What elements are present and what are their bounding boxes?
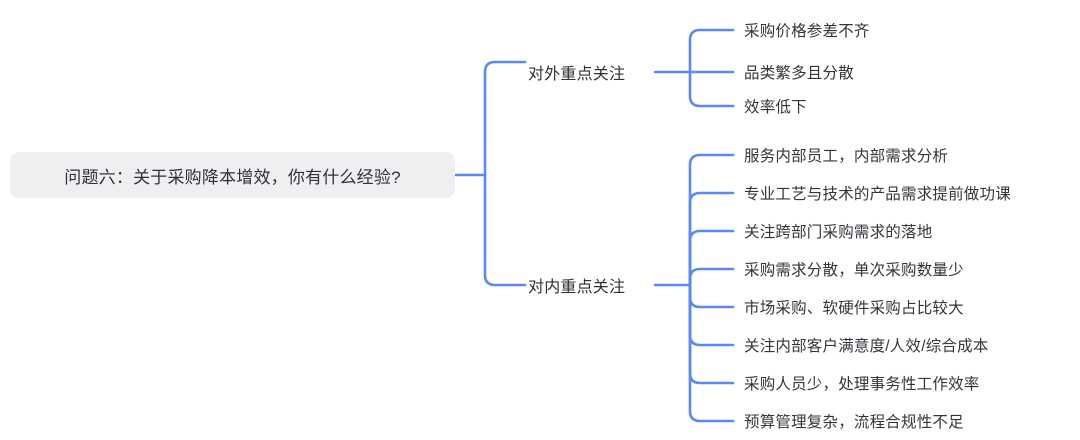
leaf-node-label: 关注内部客户满意度/人效/综合成本 <box>744 338 989 355</box>
leaf-node[interactable]: 采购需求分散，单次采购数量少 <box>744 258 964 280</box>
link-root-to-branch-1 <box>483 60 527 177</box>
leaf-node-label: 专业工艺与技术的产品需求提前做功课 <box>744 186 1011 203</box>
link-branch-2-leaf-5 <box>688 283 735 309</box>
branch-node-external[interactable]: 对外重点关注 <box>528 60 625 84</box>
leaf-node[interactable]: 效率低下 <box>744 95 807 117</box>
leaf-node-label: 采购价格参差不齐 <box>744 23 870 40</box>
leaf-node[interactable]: 采购价格参差不齐 <box>744 19 870 41</box>
leaf-node-label: 服务内部员工，内部需求分析 <box>744 148 949 165</box>
branch-node-internal[interactable]: 对内重点关注 <box>528 273 625 297</box>
link-branch-2-leaf-3 <box>688 229 735 287</box>
link-branch-2-leaf-7 <box>688 283 735 385</box>
leaf-node-label: 关注跨部门采购需求的落地 <box>744 224 933 241</box>
leaf-node[interactable]: 专业工艺与技术的产品需求提前做功课 <box>744 182 1011 204</box>
link-branch-2-leaf-6 <box>688 283 735 347</box>
leaf-node-label: 市场采购、软硬件采购占比较大 <box>744 300 964 317</box>
leaf-node[interactable]: 品类繁多且分散 <box>744 61 854 83</box>
leaf-node[interactable]: 服务内部员工，内部需求分析 <box>744 144 948 166</box>
link-branch-2-leaf-2 <box>688 191 735 287</box>
link-branch-1-leaf-1 <box>688 28 735 74</box>
leaf-node-label: 预算管理复杂，流程合规性不足 <box>744 414 964 431</box>
branch-node-internal-label: 对内重点关注 <box>528 279 626 296</box>
leaf-node[interactable]: 关注跨部门采购需求的落地 <box>744 220 932 242</box>
leaf-node[interactable]: 采购人员少，处理事务性工作效率 <box>744 372 980 394</box>
root-node-label: 问题六：关于采购降本增效，你有什么经验? <box>64 167 401 187</box>
link-root-to-branch-2 <box>483 173 527 287</box>
root-node[interactable]: 问题六：关于采购降本增效，你有什么经验? <box>10 152 455 198</box>
link-branch-1-leaf-3 <box>688 70 735 108</box>
link-branch-2-leaf-1 <box>688 153 735 287</box>
leaf-node[interactable]: 市场采购、软硬件采购占比较大 <box>744 296 964 318</box>
branch-node-external-label: 对外重点关注 <box>528 66 626 83</box>
leaf-node[interactable]: 关注内部客户满意度/人效/综合成本 <box>744 334 989 356</box>
link-branch-2-leaf-8 <box>688 283 735 423</box>
leaf-node-label: 采购人员少，处理事务性工作效率 <box>744 376 980 393</box>
leaf-node-label: 效率低下 <box>744 99 807 116</box>
link-branch-2-leaf-4 <box>688 267 735 287</box>
leaf-node-label: 采购需求分散，单次采购数量少 <box>744 262 964 279</box>
leaf-node-label: 品类繁多且分散 <box>744 65 854 82</box>
leaf-node[interactable]: 预算管理复杂，流程合规性不足 <box>744 410 964 432</box>
